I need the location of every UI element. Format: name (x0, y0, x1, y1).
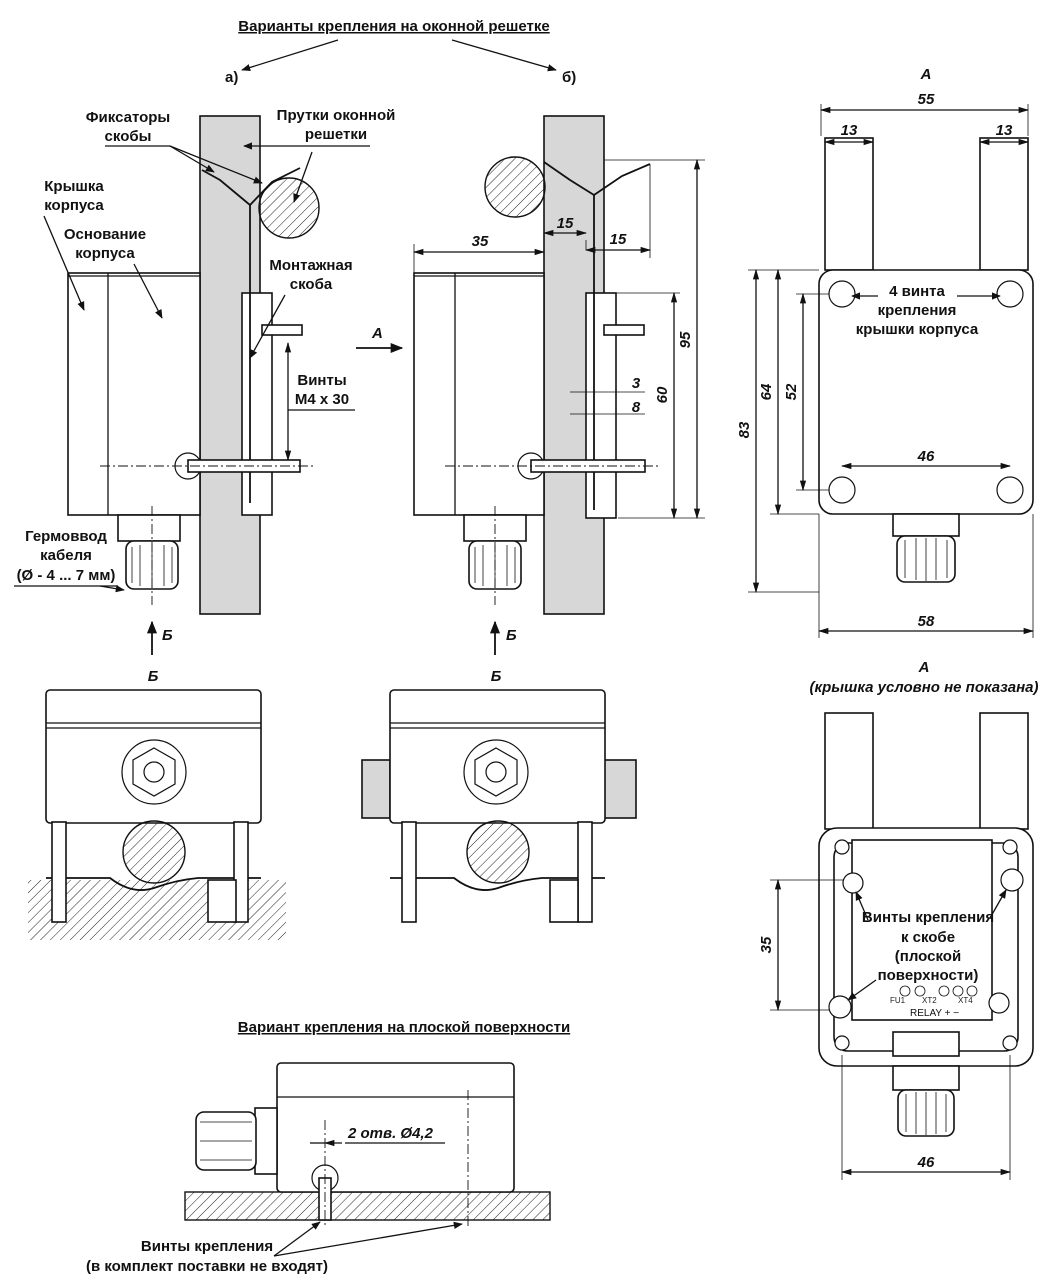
view-a-title-bottom: А (918, 659, 930, 676)
bracket-screws-label-1: Винты крепления (862, 909, 994, 926)
cover-screws-label-3: крышки корпуса (856, 321, 979, 338)
gland-label-3: (Ø - 4 ... 7 мм) (17, 567, 116, 584)
pcb-xt2: XT2 (922, 996, 937, 1005)
grille-rods-label-1: Прутки оконной (277, 107, 396, 124)
dim-46-top: 46 (917, 448, 935, 465)
variant-b-label: б) (562, 69, 576, 86)
bracket-screws-label-2: к скобе (901, 929, 955, 946)
screws-m4-label-2: М4 х 30 (295, 391, 349, 408)
dim-13-right: 13 (996, 122, 1013, 139)
screws-m4-label-1: Винты (297, 372, 346, 389)
flat-view (184, 1062, 551, 1228)
dim-52: 52 (783, 383, 800, 400)
cover-label-2: корпуса (44, 197, 104, 214)
view-b-marker-a: Б (162, 627, 173, 644)
grille-rods-label-2: решетки (305, 126, 367, 143)
cover-screws-label-2: крепления (878, 302, 957, 319)
mount-screws-label-1: Винты крепления (141, 1238, 273, 1255)
gland-label-1: Гермоввод (25, 528, 107, 545)
title-grille-mounting: Варианты крепления на оконной решетке (238, 18, 549, 35)
dim-13-left: 13 (841, 122, 858, 139)
bottom-view-left (28, 689, 286, 940)
dim-8: 8 (632, 399, 641, 416)
pcb-fu1: FU1 (890, 996, 906, 1005)
dim-83: 83 (736, 421, 753, 438)
clip-fixers-label-1: Фиксаторы (86, 109, 171, 126)
dim-64: 64 (758, 383, 775, 400)
dim-55: 55 (918, 91, 935, 108)
base-label-2: корпуса (75, 245, 135, 262)
bracket-screws-label-3: (плоской (895, 948, 961, 965)
view-b-title-left: Б (148, 668, 159, 685)
pcb-xt4: XT4 (958, 996, 973, 1005)
dim-15-side-b: 15 (610, 231, 627, 248)
view-a-note: (крышка условно не показана) (809, 679, 1038, 696)
gland-label-2: кабеля (40, 547, 92, 564)
open-view-a: XT2 XT4 FU1 (818, 712, 1034, 1137)
dim-95: 95 (677, 331, 694, 348)
front-view-a (818, 137, 1034, 583)
variant-a-label: а) (225, 69, 238, 86)
mount-screws-label-2: (в комплект поставки не входят) (86, 1258, 328, 1275)
holes-label: 2 отв. Ø4,2 (347, 1125, 434, 1142)
dim-3: 3 (632, 375, 641, 392)
dim-35-open: 35 (758, 936, 775, 953)
side-view-a (67, 115, 320, 615)
side-view-b (413, 115, 660, 615)
bottom-view-right (361, 689, 637, 923)
view-b-marker-b: Б (506, 627, 517, 644)
title-flat-mounting: Вариант крепления на плоской поверхности (238, 1019, 570, 1036)
dim-15-side-a: 15 (557, 215, 574, 232)
view-a-marker: А (371, 325, 383, 342)
view-b-title-right: Б (491, 668, 502, 685)
pcb-relay: RELAY + − (910, 1008, 959, 1019)
bracket-label-2: скоба (290, 276, 333, 293)
dim-46-open: 46 (917, 1154, 935, 1171)
view-a-title-top: А (920, 66, 932, 83)
cover-screws-label-1: 4 винта (889, 283, 945, 300)
base-label-1: Основание (64, 226, 146, 243)
dim-35-side: 35 (472, 233, 489, 250)
bracket-screws-label-4: поверхности) (878, 967, 979, 984)
clip-fixers-label-2: скобы (105, 128, 152, 145)
cover-label-1: Крышка (44, 178, 104, 195)
dim-60: 60 (654, 386, 671, 403)
bracket-label-1: Монтажная (269, 257, 352, 274)
dim-58: 58 (918, 613, 935, 630)
